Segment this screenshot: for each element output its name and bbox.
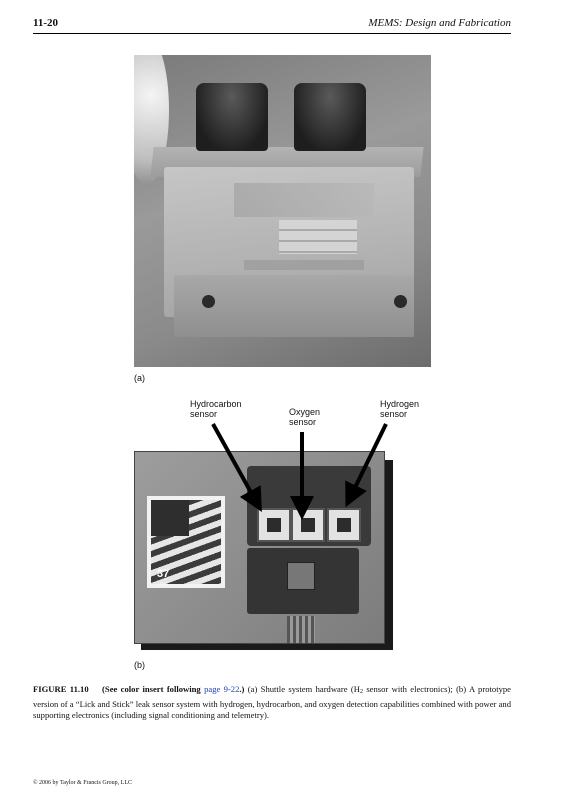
label-hydrocarbon-line1: Hydrocarbon bbox=[190, 399, 242, 409]
processor-ic bbox=[287, 562, 315, 590]
subfigure-label-b: (b) bbox=[134, 660, 145, 670]
photo-shuttle-hardware bbox=[134, 55, 431, 367]
page-footer-copyright: © 2006 by Taylor & Francis Group, LLC bbox=[33, 780, 133, 786]
label-plate bbox=[279, 220, 357, 254]
label-hydrogen-line2: sensor bbox=[380, 409, 408, 419]
connector-right bbox=[294, 83, 366, 151]
label-hydrogen-line1: Hydrogen bbox=[380, 399, 420, 409]
stamp-flag: 37 USA bbox=[151, 500, 221, 586]
caption-note-prefix: (See color insert following bbox=[102, 684, 205, 694]
label-hydrocarbon-line2: sensor bbox=[190, 409, 218, 419]
label-hydrogen-sensor: Hydrogen sensor bbox=[380, 399, 419, 419]
postage-stamp: 37 USA bbox=[147, 496, 225, 588]
label-oxygen-line2: sensor bbox=[289, 417, 317, 427]
stamp-canton bbox=[151, 500, 189, 536]
caption-text-1: (a) Shuttle system hardware (H bbox=[244, 684, 360, 694]
chip-core bbox=[301, 518, 315, 532]
chip-core bbox=[337, 518, 351, 532]
cable-connector bbox=[287, 616, 315, 643]
header-rule bbox=[33, 33, 511, 34]
caption-text-2: sensor with electronics); (b) A prototyp… bbox=[33, 684, 511, 720]
logo-block bbox=[234, 183, 374, 217]
subfigure-label-a: (a) bbox=[134, 373, 145, 383]
engraving-strip bbox=[244, 260, 364, 270]
label-hydrocarbon-sensor: Hydrocarbon sensor bbox=[190, 399, 242, 419]
sensor-board bbox=[247, 466, 371, 546]
chip-core bbox=[267, 518, 281, 532]
connector-left bbox=[196, 83, 268, 151]
photo-lick-and-stick-sensor: 37 USA bbox=[134, 451, 385, 644]
mounting-hole-right bbox=[394, 295, 407, 308]
label-oxygen-sensor: Oxygen sensor bbox=[289, 407, 320, 427]
caption-note: (See color insert following page 9-22.) bbox=[102, 684, 244, 694]
sensor-chip-hydrogen bbox=[327, 508, 361, 542]
caption-page-link[interactable]: page 9-22 bbox=[204, 684, 240, 694]
mounting-hole-left bbox=[202, 295, 215, 308]
label-oxygen-line1: Oxygen bbox=[289, 407, 321, 417]
sensor-chip-oxygen bbox=[291, 508, 325, 542]
sensor-chip-hydrocarbon bbox=[257, 508, 291, 542]
caption-note-suffix: .) bbox=[239, 684, 245, 694]
stamp-country: USA bbox=[158, 581, 167, 586]
caption-figure-label: FIGURE 11.10 bbox=[33, 684, 89, 694]
stamp-value: 37 bbox=[157, 568, 170, 580]
figure-caption: FIGURE 11.10 (See color insert following… bbox=[33, 684, 511, 722]
caption-subscript: 2 bbox=[359, 689, 363, 695]
page-header-book-title: MEMS: Design and Fabrication bbox=[368, 17, 511, 29]
mounting-flange bbox=[174, 275, 414, 337]
page-header-page-number: 11-20 bbox=[33, 17, 59, 29]
electronics-board bbox=[247, 548, 359, 614]
